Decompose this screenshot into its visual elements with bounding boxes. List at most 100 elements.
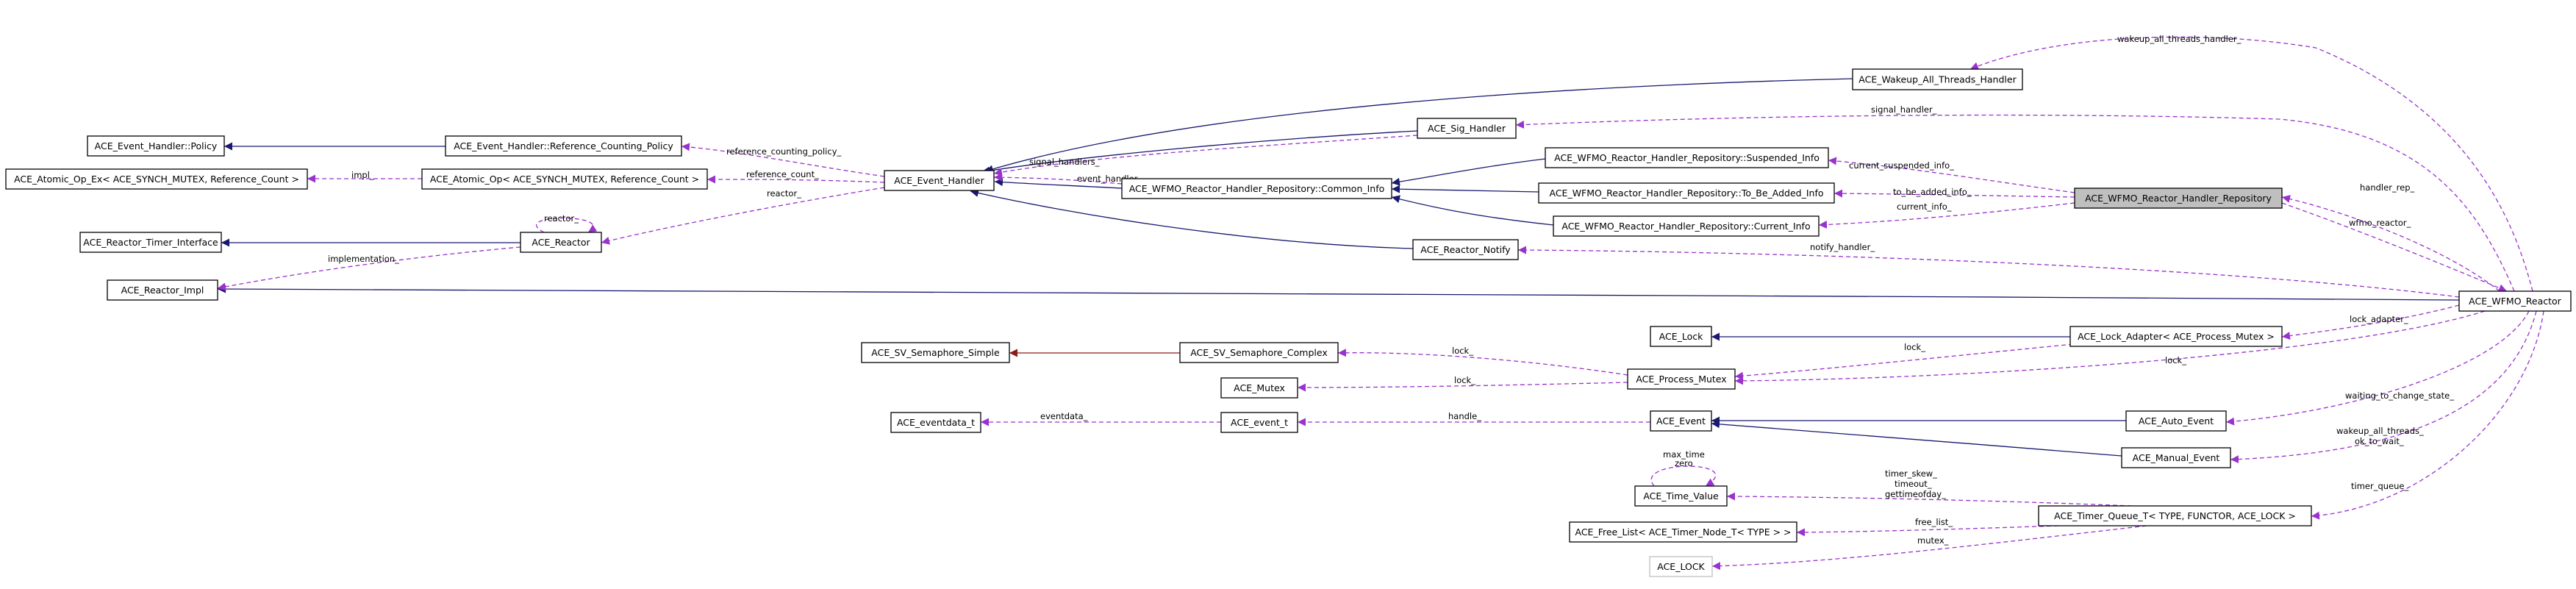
edge-label-handle: handle_ [1448,411,1481,421]
node-current[interactable]: ACE_WFMO_Reactor_Handler_Repository::Cur… [1553,215,1820,237]
node-box [2074,188,2283,209]
node-box [520,232,602,253]
node-box [2458,290,2572,312]
node-atomic-ex[interactable]: ACE_Atomic_Op_Ex< ACE_SYNCH_MUTEX, Refer… [5,168,308,190]
edge-use-reactor [601,187,885,245]
node-box [1545,147,1829,168]
node-box [1649,556,1713,577]
edge-inherit-wakeup-eventhandler [984,78,1853,174]
node-label: ACE_Time_Value [1643,490,1719,501]
edge-inherit-notify-eventhandler [970,189,1414,249]
node-label: ACE_Reactor_Impl [121,285,204,296]
node-wakeup[interactable]: ACE_Wakeup_All_Threads_Handler [1852,68,2023,90]
node-label: ACE_Atomic_Op< ACE_SYNCH_MUTEX, Referenc… [430,174,699,185]
edge-label-impl: impl_ [351,170,374,180]
edge-use-current-info [1818,202,2075,229]
node-label: ACE_Event [1656,415,1706,426]
edge-labels: wakeup_all_threads_handler_signal_handle… [328,34,2454,546]
node-box [1627,368,1736,390]
edge-use-to-be-added [1833,189,2075,198]
edge-label-waiting-to-change-state: waiting_to_change_state_ [2345,390,2454,401]
edge-label-signal-handler: signal_handler_ [1871,104,1937,115]
node-label: ACE_Event_Handler::Policy [95,140,218,151]
node-timer-iface[interactable]: ACE_Reactor_Timer_Interface [79,232,222,253]
node-mutex[interactable]: ACE_Mutex [1220,377,1298,399]
edge-inherit-wfmo-impl [217,285,2460,301]
node-repo[interactable]: ACE_WFMO_Reactor_Handler_Repository [2074,188,2283,209]
edge-label-lock-1: lock_ [1452,346,1473,356]
node-auto-event[interactable]: ACE_Auto_Event [2125,410,2227,432]
edge-use-wakeup-ok [2230,310,2537,464]
node-box [1412,239,1519,260]
edge-inherit-tobeadded-common [1391,185,1539,193]
node-suspended[interactable]: ACE_WFMO_Reactor_Handler_Repository::Sus… [1545,147,1829,168]
edge-label-reactor-self: reactor_ [544,213,579,224]
node-box [1179,342,1339,363]
edge-use-notify-handler [1517,246,2460,298]
node-box [79,232,222,253]
node-box [1220,412,1298,433]
node-label: ACE_Event_Handler [894,175,984,186]
edge-label-lock-adapter: lock_adapter_ [2350,314,2408,324]
node-ace-lock[interactable]: ACE_LOCK [1649,556,1713,577]
edge-label-reference-count: reference_count_ [746,169,819,179]
node-sig[interactable]: ACE_Sig_Handler [1417,118,1517,139]
edge-label-handler-rep: handler_rep_ [2360,182,2415,193]
edge-label-lock-4: lock_ [1454,375,1475,385]
edge-inherit-common-eventhandler [994,178,1123,189]
edge-use-signal-handler [1515,114,2515,292]
edge-label-reference-counting-policy: reference_counting_policy_ [726,146,841,157]
node-label: ACE_SV_Semaphore_Complex [1190,347,1328,358]
node-event-handler[interactable]: ACE_Event_Handler [884,170,995,191]
edge-use-mutex [1711,525,2147,571]
node-tobeadded[interactable]: ACE_WFMO_Reactor_Handler_Repository::To_… [1538,182,1835,204]
node-lock[interactable]: ACE_Lock [1650,326,1712,347]
node-box [2038,505,2312,526]
node-atomic[interactable]: ACE_Atomic_Op< ACE_SYNCH_MUTEX, Referenc… [421,168,708,190]
edge-use-time-value-self [1650,465,1717,487]
node-box [861,342,1010,363]
node-box [1553,215,1820,237]
node-eh-policy[interactable]: ACE_Event_Handler::Policy [87,135,225,157]
node-reactor[interactable]: ACE_Reactor [520,232,602,253]
node-label: ACE_Lock [1659,331,1703,342]
edge-label-timer-skew: timer_skew_ [1885,468,1937,479]
node-process-mutex[interactable]: ACE_Process_Mutex [1627,368,1736,390]
edge-use-timer-queue [2311,310,2544,520]
node-box [2121,447,2231,468]
node-label: ACE_Process_Mutex [1636,374,1726,385]
node-sem-complex[interactable]: ACE_SV_Semaphore_Complex [1179,342,1339,363]
node-free-list[interactable]: ACE_Free_List< ACE_Timer_Node_T< TYPE > … [1569,521,1797,543]
node-lock-adapter[interactable]: ACE_Lock_Adapter< ACE_Process_Mutex > [2069,326,2283,347]
node-event-t[interactable]: ACE_event_t [1220,412,1298,433]
node-box [1650,410,1712,432]
node-label: ACE_LOCK [1657,561,1705,572]
node-sem-simple[interactable]: ACE_SV_Semaphore_Simple [861,342,1010,363]
edge-label-lock-2: lock_ [1904,342,1925,352]
edge-use-lock-adapter [2281,304,2460,340]
edge-use-free-list [1796,525,2059,537]
edge-label-to-be-added-info: to_be_added_info_ [1893,187,1972,197]
node-label: ACE_Lock_Adapter< ACE_Process_Mutex > [2078,331,2275,342]
edge-use-lock-1 [1337,349,1628,376]
edge-label-mutex: mutex_ [1917,535,1949,546]
node-box [107,279,218,301]
node-label: ACE_Atomic_Op_Ex< ACE_SYNCH_MUTEX, Refer… [14,174,299,185]
node-refcount-policy[interactable]: ACE_Event_Handler::Reference_Counting_Po… [445,135,682,157]
node-event[interactable]: ACE_Event [1650,410,1712,432]
node-eventdata[interactable]: ACE_eventdata_t [890,412,981,433]
edge-label-timer-queue: timer_queue_ [2351,481,2408,491]
node-timer-queue[interactable]: ACE_Timer_Queue_T< TYPE, FUNCTOR, ACE_LO… [2038,505,2312,526]
node-notify[interactable]: ACE_Reactor_Notify [1412,239,1519,260]
node-common[interactable]: ACE_WFMO_Reactor_Handler_Repository::Com… [1121,178,1392,199]
node-impl[interactable]: ACE_Reactor_Impl [107,279,218,301]
edge-use-event-handler [993,173,1123,185]
node-label: ACE_WFMO_Reactor_Handler_Repository::Com… [1129,183,1385,194]
node-label: ACE_Auto_Event [2139,415,2214,426]
node-label: ACE_Reactor_Notify [1420,244,1511,255]
node-time-value[interactable]: ACE_Time_Value [1634,485,1728,507]
node-manual-event[interactable]: ACE_Manual_Event [2121,447,2231,468]
node-label: ACE_event_t [1231,417,1288,428]
node-wfmo[interactable]: ACE_WFMO_Reactor [2458,290,2572,312]
node-box [884,170,995,191]
